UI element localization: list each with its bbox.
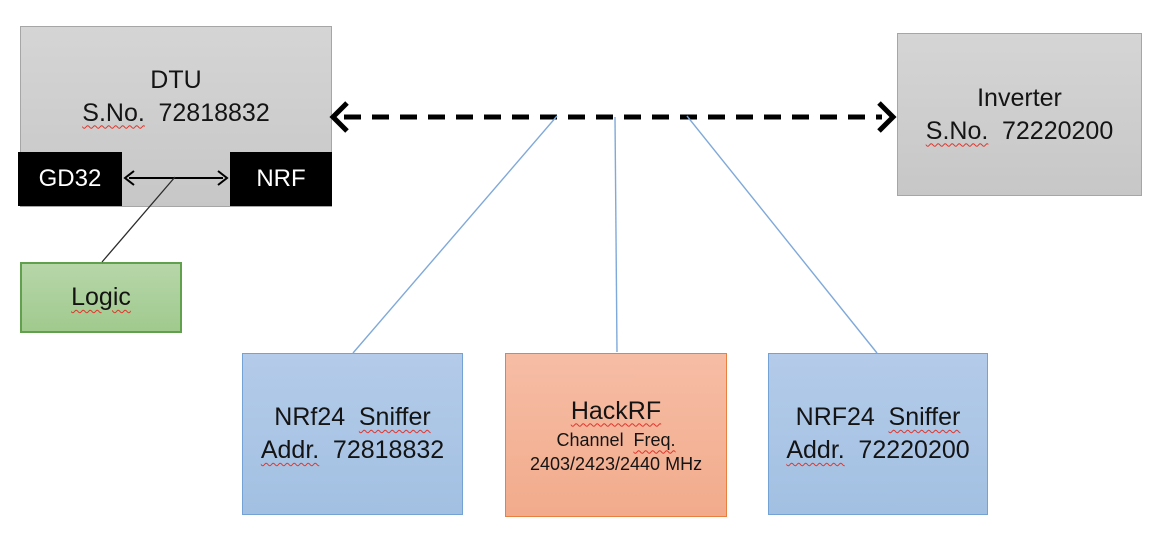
nrf-chip: NRF: [230, 152, 332, 206]
inverter-serial-label: S.No.: [925, 116, 989, 145]
sniffer-left-addr-label: Addr.: [260, 436, 320, 464]
sniffer-left-box: NRf24 Sniffer Addr. 72818832: [242, 353, 463, 515]
logic-box: Logic: [20, 262, 182, 333]
hackrf-channel-word: Channel: [556, 429, 624, 450]
hackrf-frequencies: 2403/2423/2440 MHz: [529, 453, 703, 474]
sniffer-right-address-line: Addr. 72220200: [786, 434, 969, 467]
sniffer-right-address: 72220200: [858, 436, 970, 464]
hackrf-channel-line: Channel Freq.: [557, 428, 676, 452]
logic-label: Logic: [71, 283, 131, 311]
hackrf-freq-word: Freq.: [633, 429, 676, 450]
sniffer-right-box: NRF24 Sniffer Addr. 72220200: [768, 353, 988, 515]
sniffer-left-role: Sniffer: [358, 403, 431, 431]
hackrf-connector-line: [614, 116, 618, 353]
arrowhead-left-icon: [329, 101, 349, 133]
sniffer-left-address: 72818832: [332, 436, 445, 464]
hackrf-box: HackRF Channel Freq. 2403/2423/2440 MHz: [505, 353, 727, 517]
sniffer-left-address-line: Addr. 72818832: [261, 434, 444, 467]
sniffer-right-model: NRF24: [795, 403, 875, 431]
inverter-serial-number: 72220200: [1002, 116, 1114, 145]
dtu-serial: S.No. 72818832: [82, 97, 269, 130]
sniffer-right-title: NRF24 Sniffer: [796, 401, 961, 434]
sniffer-left-model: NRf24: [274, 403, 346, 431]
inverter-title: Inverter: [977, 83, 1062, 112]
dtu-title: DTU: [150, 65, 202, 94]
sniffer-left-title: NRf24 Sniffer: [274, 401, 430, 434]
gd32-chip: GD32: [18, 152, 122, 206]
nrf-label: NRF: [256, 165, 306, 192]
arrowhead-right-icon: [877, 101, 897, 133]
sniffer-right-role: Sniffer: [888, 403, 961, 431]
dtu-inverter-dashed-arrow: [329, 101, 897, 133]
hackrf-title: HackRF: [570, 396, 662, 425]
sniffer-left-connector-line: [352, 115, 558, 354]
inverter-serial: S.No. 72220200: [926, 115, 1113, 148]
sniffer-right-connector-line: [686, 115, 878, 354]
gd32-label: GD32: [38, 165, 102, 192]
sniffer-right-addr-label: Addr.: [786, 436, 845, 464]
dtu-serial-label: S.No.: [82, 98, 145, 127]
dtu-serial-number: 72818832: [158, 98, 270, 127]
inverter-box: Inverter S.No. 72220200: [897, 33, 1142, 196]
